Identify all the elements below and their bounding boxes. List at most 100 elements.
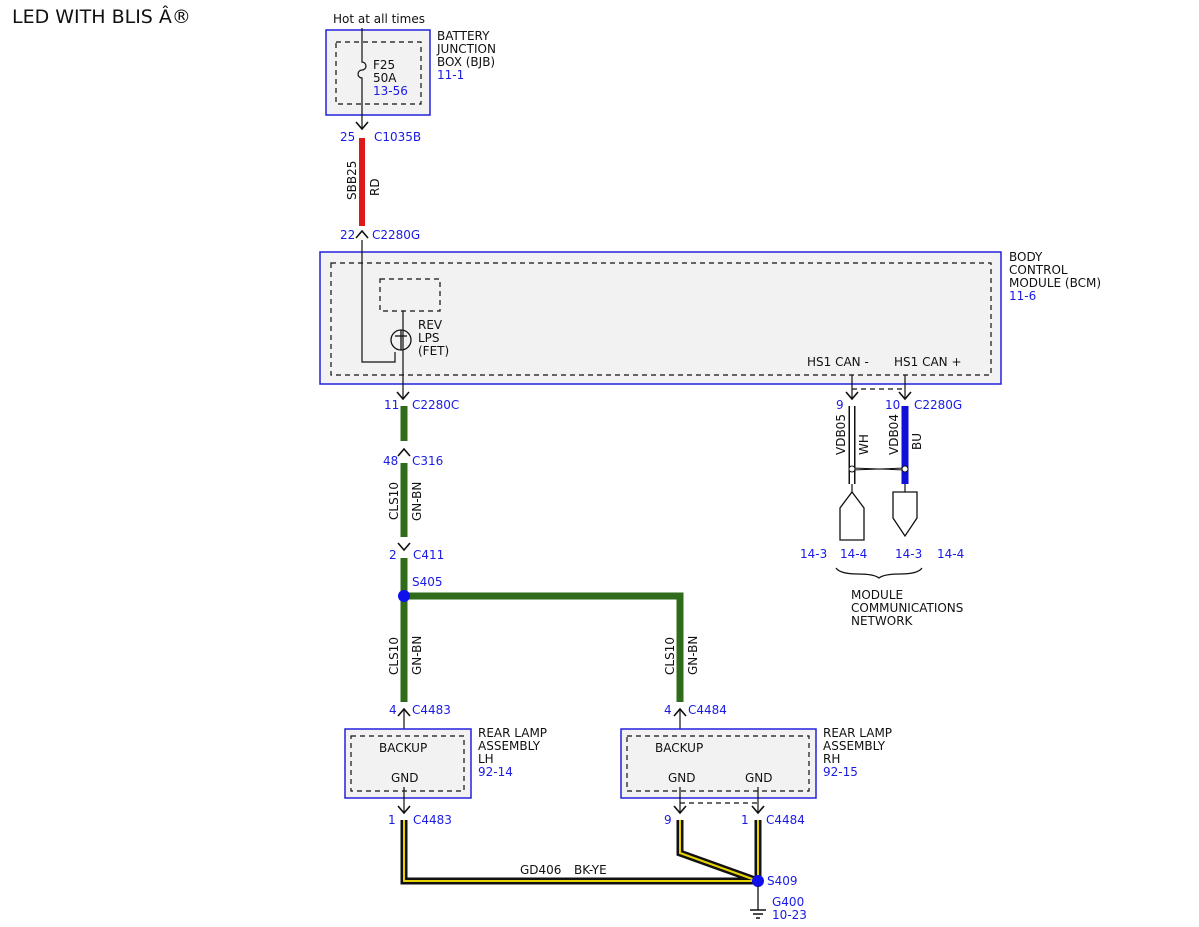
connector-arrow-c1035b	[355, 121, 369, 131]
connector-arrow-can-plus	[898, 391, 912, 401]
connector-arrow-c2280g-in	[355, 229, 369, 239]
can-plus-pin: 10	[885, 398, 900, 412]
c316-pin: 48	[383, 454, 398, 468]
wire-vdb04-color: BU	[910, 433, 924, 450]
can-minus-pin: 9	[836, 398, 844, 412]
wire-cls10-c-color: GN-BN	[686, 636, 700, 675]
bcm-name-line-1: BODY	[1009, 250, 1043, 264]
diagram-title: LED WITH BLIS Â®	[12, 5, 191, 28]
c2280c-pin: 11	[384, 398, 399, 412]
c1035b-name: C1035B	[374, 130, 421, 144]
connector-arrow-c316	[397, 447, 411, 457]
wire-cls10-branch	[400, 558, 684, 702]
splice-s409-dot	[752, 875, 764, 887]
c4483-bot-pin: 1	[388, 813, 396, 827]
twisted-pair-symbol	[848, 465, 909, 473]
wire-gd406-circuit: GD406	[520, 863, 561, 877]
wire-cls10-c-circuit: CLS10	[663, 637, 677, 675]
bcm-ref: 11-6	[1009, 289, 1036, 303]
rh-name-line-2: ASSEMBLY	[823, 739, 886, 753]
lh-backup-label: BACKUP	[379, 741, 427, 755]
wire-cls10-a-circuit: CLS10	[387, 482, 401, 520]
c4484-top-name: C4484	[688, 703, 727, 717]
connector-arrow-c2280c	[396, 391, 410, 401]
rh-gnd2-label: GND	[745, 771, 773, 785]
rh-name-line-1: REAR LAMP	[823, 726, 892, 740]
network-label-line-2: COMMUNICATIONS	[851, 601, 963, 615]
c2280g-in-name: C2280G	[372, 228, 420, 242]
wire-sbb25-color: RD	[368, 178, 382, 196]
connector-arrow-c411	[397, 542, 411, 552]
network-ref-1: 14-3	[800, 547, 827, 561]
c4483-top-name: C4483	[412, 703, 451, 717]
connector-arrow-rh-gnd2	[751, 805, 765, 815]
wire-cls10-b-circuit: CLS10	[387, 637, 401, 675]
wire-cls10-b-color: GN-BN	[410, 636, 424, 675]
c2280c-name: C2280C	[412, 398, 459, 412]
wire-vdb05-color: WH	[857, 434, 871, 455]
bjb-ref: 11-1	[437, 68, 464, 82]
rh-backup-label: BACKUP	[655, 741, 703, 755]
can-minus-label: HS1 CAN -	[807, 355, 869, 369]
network-ref-4: 14-4	[937, 547, 964, 561]
wire-gd406-color: BK-YE	[574, 863, 607, 877]
connector-arrow-can-minus	[845, 391, 859, 401]
bjb-name-line-2: JUNCTION	[436, 42, 496, 56]
rear-lamp-assembly-lh: BACKUP GND REAR LAMP ASSEMBLY LH 92-14	[344, 726, 547, 799]
rev-line-1: REV	[418, 318, 443, 332]
ground-ref: 10-23	[772, 908, 807, 922]
wire-vdb04-circuit: VDB04	[887, 414, 901, 455]
body-control-module: BODY CONTROL MODULE (BCM) 11-6 REV LPS (…	[319, 250, 1101, 385]
fuse-id: F25	[373, 58, 395, 72]
network-ref-2: 14-4	[840, 547, 867, 561]
battery-junction-box: BATTERY JUNCTION BOX (BJB) 11-1 F25 50A …	[325, 29, 496, 116]
c4484-top-pin: 4	[664, 703, 672, 717]
c411-pin: 2	[389, 548, 397, 562]
bcm-name-line-3: MODULE (BCM)	[1009, 276, 1101, 290]
lh-name-line-1: REAR LAMP	[478, 726, 547, 740]
bjb-name-line-1: BATTERY	[437, 29, 490, 43]
bcm-name-line-2: CONTROL	[1009, 263, 1068, 277]
can-plus-label: HS1 CAN +	[894, 355, 962, 369]
network-label-line-1: MODULE	[851, 588, 903, 602]
wire-vdb05-circuit: VDB05	[834, 414, 848, 455]
power-label: Hot at all times	[333, 12, 425, 26]
rev-line-2: LPS	[418, 331, 440, 345]
connector-arrow-c4484-top	[673, 707, 687, 717]
wire-cls10-a-color: GN-BN	[410, 482, 424, 521]
rear-lamp-assembly-rh: BACKUP GND GND REAR LAMP ASSEMBLY RH 92-…	[620, 726, 892, 799]
c4483-bot-name: C4483	[413, 813, 452, 827]
rh-ref: 92-15	[823, 765, 858, 779]
lh-gnd-label: GND	[391, 771, 419, 785]
lh-name-line-3: LH	[478, 752, 494, 766]
lh-name-line-2: ASSEMBLY	[478, 739, 541, 753]
c4483-top-pin: 4	[389, 703, 397, 717]
fet-symbol	[390, 329, 412, 351]
bcm-internal-feed	[361, 240, 396, 363]
network-ref-3: 14-3	[895, 547, 922, 561]
ground-name: G400	[772, 895, 804, 909]
ground-symbol	[750, 886, 766, 919]
c411-name: C411	[413, 548, 444, 562]
network-label-line-3: NETWORK	[851, 614, 914, 628]
network-brace	[835, 567, 923, 579]
connector-arrow-rh-gnd1	[673, 805, 687, 815]
rh-name-line-3: RH	[823, 752, 840, 766]
c4484-bot-pin: 1	[741, 813, 749, 827]
c316-name: C316	[412, 454, 443, 468]
continuation-arrow-can-minus	[839, 490, 865, 541]
connector-arrow-c4483-top	[397, 707, 411, 717]
c4484-bot-name: C4484	[766, 813, 805, 827]
c2280g-in-pin: 22	[340, 228, 355, 242]
fuse-ref: 13-56	[373, 84, 408, 98]
wire-gd406	[400, 820, 762, 885]
rh-gnd1-label: GND	[668, 771, 696, 785]
c1035b-pin: 25	[340, 130, 355, 144]
bjb-name-line-3: BOX (BJB)	[437, 55, 495, 69]
continuation-arrow-can-plus	[892, 491, 918, 538]
splice-s405-dot	[398, 590, 410, 602]
wire-sbb25-circuit: SBB25	[345, 161, 359, 200]
connector-arrow-c4483-bot	[397, 805, 411, 815]
can-plus-name: C2280G	[914, 398, 962, 412]
